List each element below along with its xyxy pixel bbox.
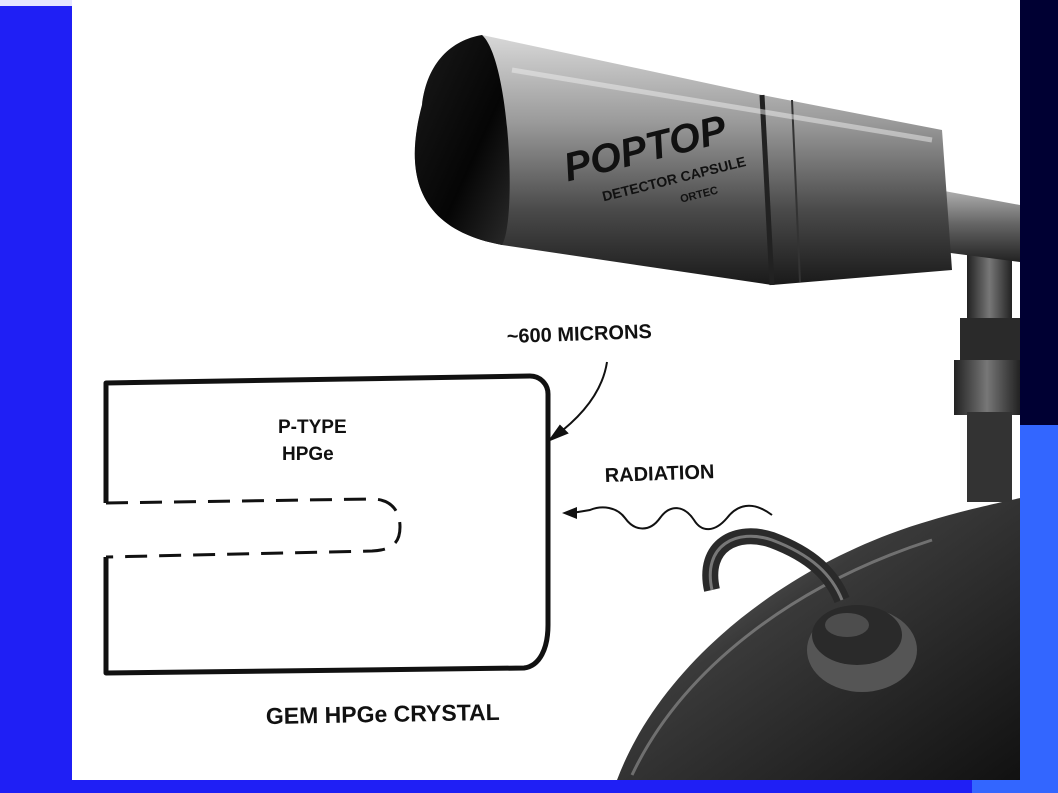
thickness-arrow bbox=[547, 361, 608, 443]
detector-capsule bbox=[414, 35, 953, 286]
right-frame-accent bbox=[1020, 425, 1058, 793]
crystal-caption: GEM HPGe CRYSTAL bbox=[266, 699, 500, 729]
radiation-label: RADIATION bbox=[604, 461, 714, 487]
thickness-label: ~600 MICRONS bbox=[506, 321, 652, 348]
bottom-frame-accent bbox=[972, 780, 1058, 793]
crystal-label-line1: P-TYPE bbox=[278, 417, 347, 438]
crystal-label-line2: HPGe bbox=[282, 444, 334, 465]
support-column bbox=[954, 255, 1020, 502]
fill-port-knob bbox=[807, 605, 917, 692]
top-left-highlight bbox=[0, 0, 72, 6]
detector-illustration: POPTOP DETECTOR CAPSULE ORTEC ~600 MICRO… bbox=[103, 35, 1020, 780]
bottom-frame-bar bbox=[0, 780, 1058, 793]
radiation-wave-arrow bbox=[562, 504, 773, 531]
carry-handle bbox=[702, 528, 850, 604]
slide-canvas: POPTOP DETECTOR CAPSULE ORTEC ~600 MICRO… bbox=[72, 0, 1020, 780]
crystal-cross-section bbox=[103, 373, 551, 676]
